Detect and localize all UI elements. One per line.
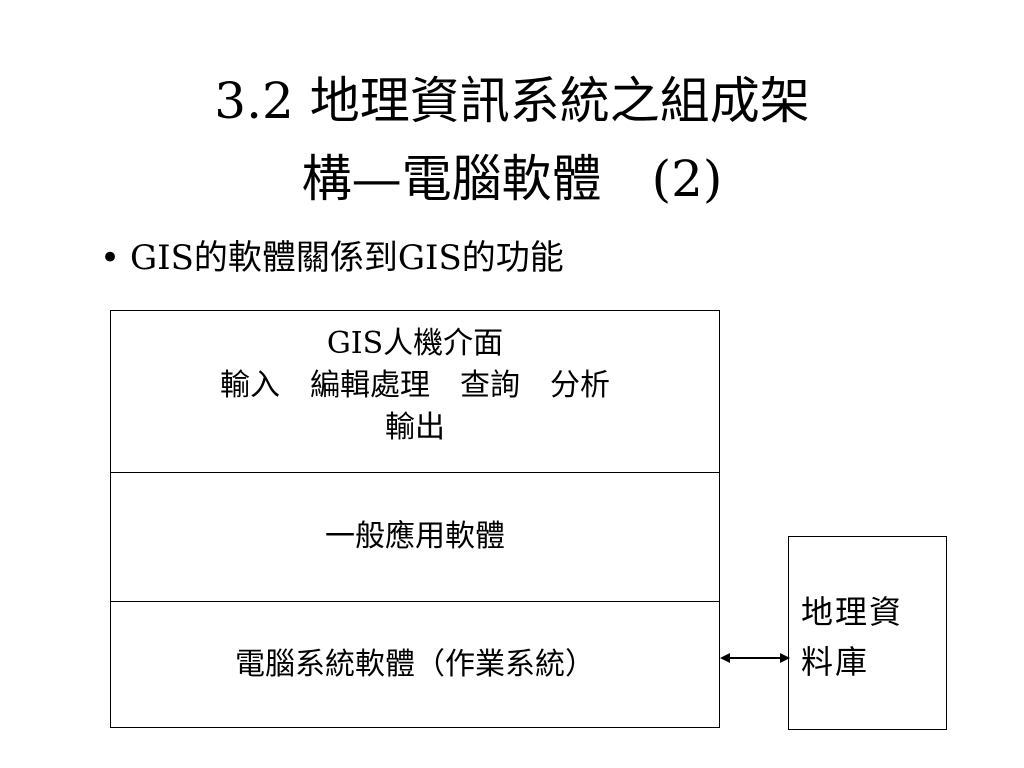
bullet-marker: •: [100, 238, 121, 278]
gis-interface-title: GIS人機介面: [326, 326, 504, 361]
geographic-database-box: 地理資 料庫: [788, 536, 947, 730]
slide-title-line-2: 構—電腦軟體 (2): [301, 150, 723, 208]
gis-interface-layer: GIS人機介面 輸入 編輯處理 查詢 分析 輸出: [111, 311, 719, 473]
bullet-item: •GIS的軟體關係到GIS的功能: [100, 234, 564, 282]
geographic-database-label-line-1: 地理資: [801, 593, 904, 631]
application-software-label: 一般應用軟體: [325, 519, 505, 554]
application-software-layer: 一般應用軟體: [111, 473, 719, 602]
system-software-label: 電腦系統軟體（作業系統）: [235, 647, 595, 682]
software-layer-stack: GIS人機介面 輸入 編輯處理 查詢 分析 輸出 一般應用軟體 電腦系統軟體（作…: [110, 310, 720, 728]
gis-interface-output: 輸出: [385, 410, 445, 445]
system-software-layer: 電腦系統軟體（作業系統）: [111, 602, 719, 728]
double-arrow-icon: [720, 653, 790, 663]
gis-interface-functions: 輸入 編輯處理 查詢 分析: [220, 368, 610, 403]
slide-title: 3.2 地理資訊系統之組成架 構—電腦軟體 (2): [0, 62, 1024, 218]
geographic-database-label-line-2: 料庫: [801, 643, 870, 681]
slide-title-line-1: 3.2 地理資訊系統之組成架: [214, 72, 810, 130]
bullet-text: GIS的軟體關係到GIS的功能: [130, 238, 564, 278]
